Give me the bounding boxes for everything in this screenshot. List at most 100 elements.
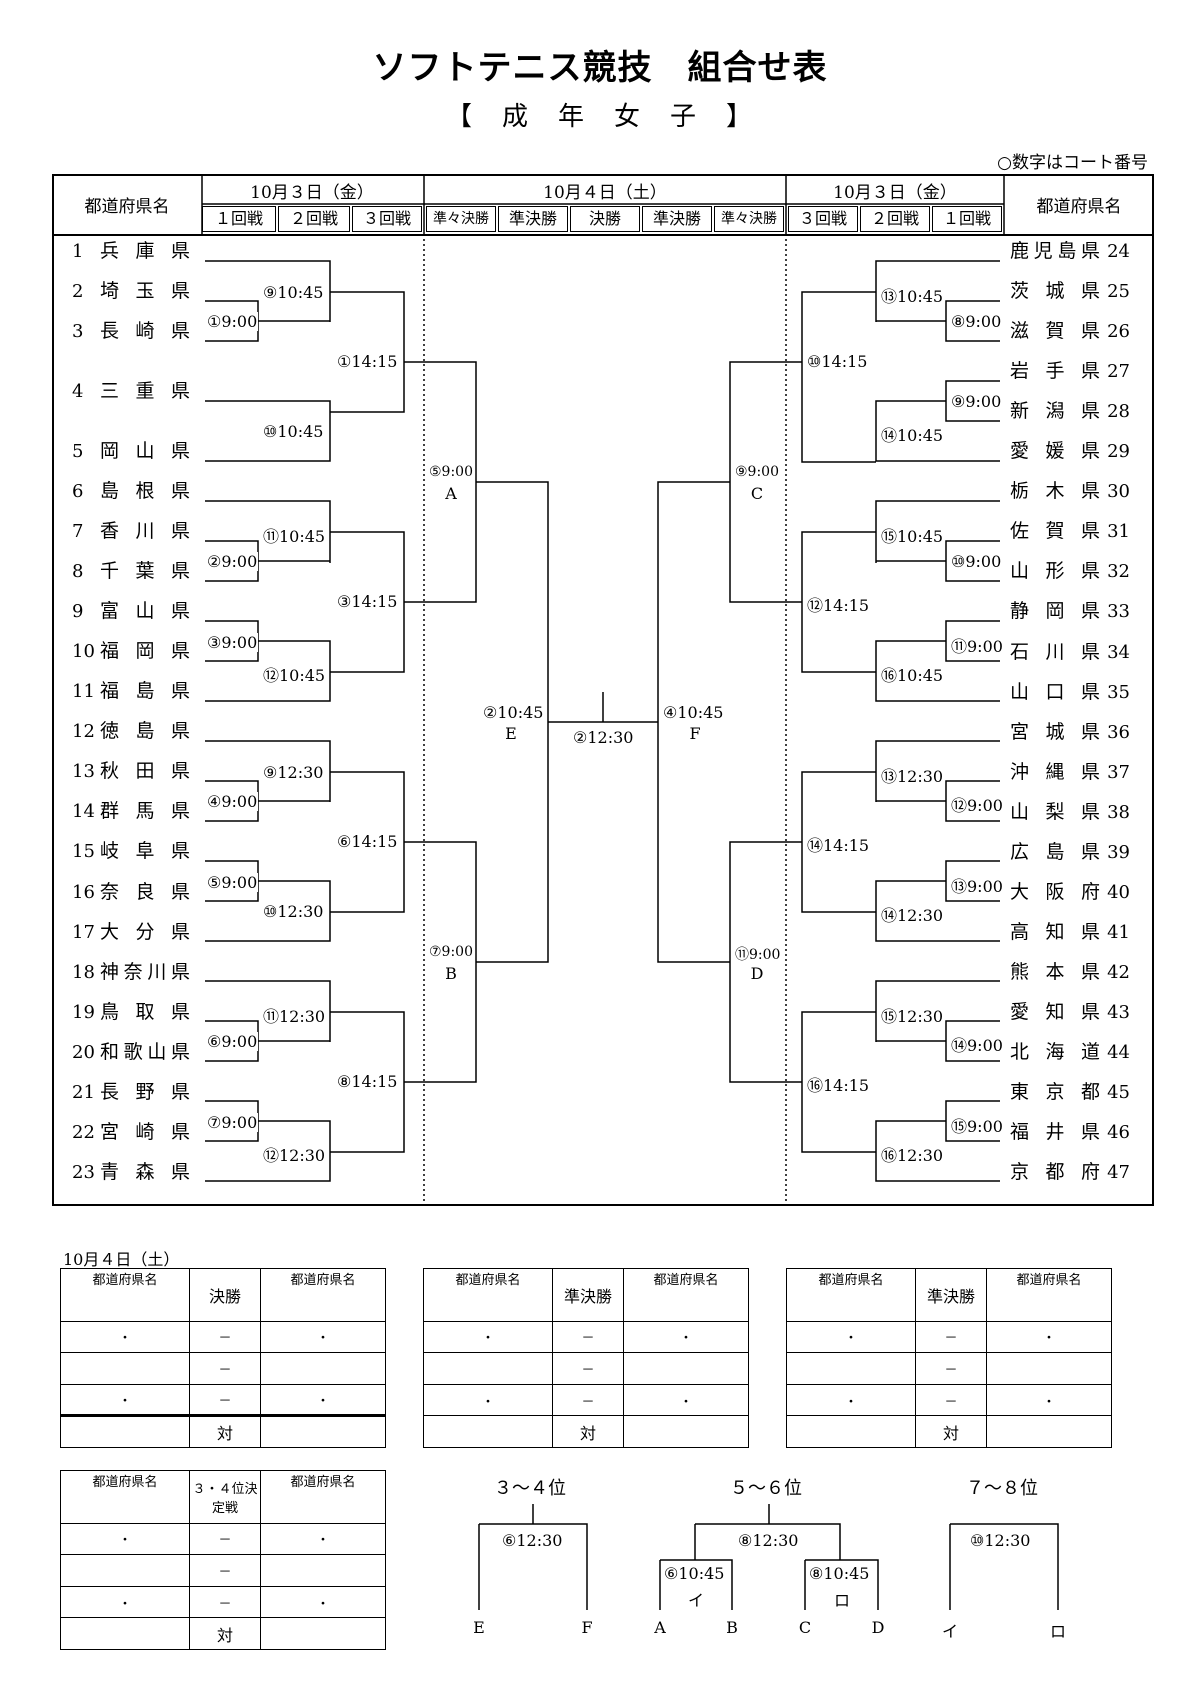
match-label: ⑫14:15 bbox=[806, 592, 871, 616]
match-label: ⑨10:45 bbox=[262, 283, 325, 302]
prefecture-name: 千葉県 bbox=[100, 560, 190, 583]
prefecture-number: 46 bbox=[1107, 1122, 1130, 1144]
slot-label: D bbox=[871, 1618, 885, 1637]
prefecture-name: 兵庫県 bbox=[100, 240, 190, 262]
prefecture-name: 北海道 bbox=[1010, 1041, 1100, 1063]
match-label: ⑩12:30 bbox=[262, 902, 325, 921]
prefecture-number: 7 bbox=[72, 521, 84, 543]
prefecture-name: 大分県 bbox=[100, 920, 190, 943]
match-label: ⑥9:00 bbox=[206, 1032, 259, 1051]
match-label: ③9:00 bbox=[206, 633, 259, 652]
round-center-qf-left: 準々決勝 bbox=[426, 206, 496, 232]
result-table-title: ３・４位決定戦 bbox=[189, 1470, 261, 1524]
round-center-final: 決勝 bbox=[570, 206, 640, 232]
match-label: ⑤9:00 bbox=[428, 464, 474, 480]
prefecture-name: 愛媛県 bbox=[1010, 440, 1100, 463]
prefecture-name: 岡山県 bbox=[100, 440, 190, 462]
slot-label: E bbox=[505, 724, 517, 743]
prefecture-number: 19 bbox=[72, 1001, 95, 1023]
match-label: ⑫12:30 bbox=[262, 1142, 327, 1166]
prefecture-number: 39 bbox=[1107, 841, 1130, 863]
prefecture-number: 21 bbox=[72, 1081, 95, 1103]
prefecture-number: 15 bbox=[72, 841, 95, 863]
prefecture-name: 福井県 bbox=[1010, 1121, 1100, 1144]
right-prefecture-row: 沖縄県 37 bbox=[1010, 757, 1130, 784]
prefecture-name: 富山県 bbox=[100, 600, 190, 623]
match-label: ⑥12:30 bbox=[501, 1531, 564, 1550]
prefecture-name: 長野県 bbox=[100, 1080, 190, 1103]
header-date-center: 10月４日（土） bbox=[543, 183, 667, 203]
right-prefecture-row: 愛媛県 29 bbox=[1010, 436, 1130, 463]
prefecture-number: 37 bbox=[1107, 761, 1130, 783]
prefecture-number: 11 bbox=[72, 681, 95, 703]
prefecture-name: 鳥取県 bbox=[100, 1000, 190, 1023]
prefecture-number: 18 bbox=[72, 961, 95, 983]
prefecture-number: 42 bbox=[1107, 961, 1130, 983]
match-label: ②10:45 bbox=[482, 703, 545, 722]
slot-label: A bbox=[654, 1618, 666, 1637]
prefecture-number: 1 bbox=[72, 241, 84, 262]
results-date: 10月４日（土） bbox=[63, 1250, 180, 1269]
left-prefecture-row: 4 三重県 bbox=[72, 376, 190, 403]
match-label: ⑬10:45 bbox=[880, 283, 945, 307]
prefecture-name: 宮城県 bbox=[1010, 720, 1100, 743]
prefecture-number: 13 bbox=[72, 761, 95, 783]
prefecture-number: 4 bbox=[72, 381, 84, 402]
slot-label: イ bbox=[941, 1622, 958, 1641]
match-label: ⑪9:00 bbox=[734, 944, 782, 964]
placement-5-6-title: ５～６位 bbox=[730, 1478, 802, 1499]
match-label: ⑤9:00 bbox=[206, 873, 259, 892]
placement-3-4-title: ３～４位 bbox=[494, 1478, 566, 1499]
prefecture-number: 28 bbox=[1107, 401, 1130, 423]
prefecture-number: 30 bbox=[1107, 481, 1130, 503]
prefecture-number: 45 bbox=[1107, 1082, 1130, 1104]
prefecture-number: 27 bbox=[1107, 361, 1130, 383]
match-label: ⑭14:15 bbox=[806, 832, 871, 856]
slot-label: ロ bbox=[1049, 1622, 1066, 1641]
result-table-title: 決勝 bbox=[189, 1268, 261, 1322]
prefecture-number: 2 bbox=[72, 281, 84, 303]
match-label: ⑩10:45 bbox=[262, 422, 325, 441]
match-label: ⑥14:15 bbox=[336, 832, 399, 851]
prefecture-number: 20 bbox=[72, 1041, 95, 1063]
prefecture-name: 山口県 bbox=[1010, 680, 1100, 703]
prefecture-number: 31 bbox=[1107, 521, 1130, 543]
round-center-sf-right: 準決勝 bbox=[642, 206, 712, 232]
match-label: ⑯14:15 bbox=[806, 1072, 871, 1096]
prefecture-number: 10 bbox=[72, 641, 95, 663]
prefecture-number: 29 bbox=[1107, 441, 1130, 463]
prefecture-name: 沖縄県 bbox=[1010, 760, 1100, 783]
slot-label: イ bbox=[687, 1591, 704, 1610]
match-label: ⑮10:45 bbox=[880, 523, 945, 547]
prefecture-name: 埼玉県 bbox=[100, 280, 190, 303]
prefecture-name: 三重県 bbox=[100, 380, 190, 402]
prefecture-name: 大阪府 bbox=[1010, 880, 1100, 903]
prefecture-name: 岐阜県 bbox=[100, 840, 190, 863]
prefecture-number: 9 bbox=[72, 601, 84, 623]
slot-label: D bbox=[750, 964, 764, 983]
prefecture-name: 静岡県 bbox=[1010, 600, 1100, 623]
round-right-2: ２回戦 bbox=[860, 206, 930, 232]
prefecture-name: 福岡県 bbox=[100, 640, 190, 663]
slot-label: F bbox=[581, 1618, 593, 1637]
prefecture-name: 秋田県 bbox=[100, 760, 190, 783]
prefecture-name: 群馬県 bbox=[100, 800, 190, 823]
round-center-sf-left: 準決勝 bbox=[498, 206, 568, 232]
match-label: ⑯10:45 bbox=[880, 662, 945, 686]
